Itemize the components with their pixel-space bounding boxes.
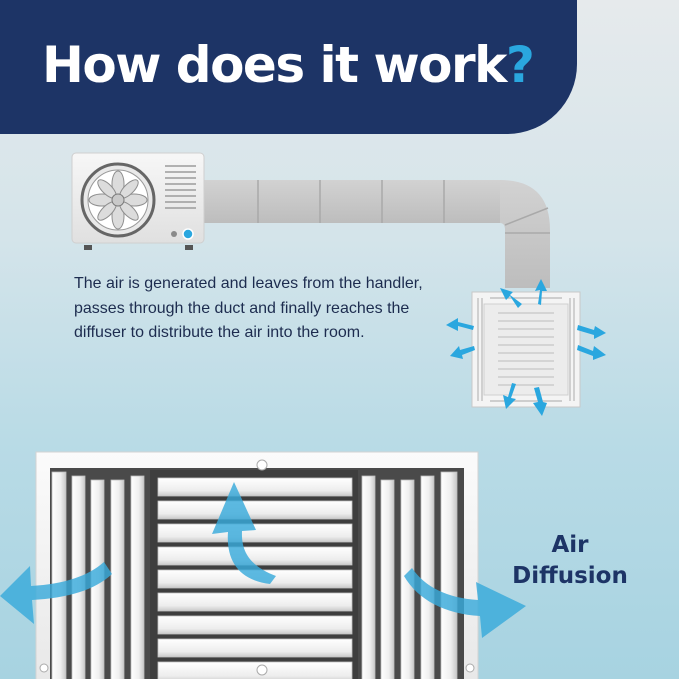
description-text: The air is generated and leaves from the…: [74, 275, 423, 341]
large-airflow-arrows: [0, 482, 526, 638]
label-line-1: Air: [551, 532, 589, 558]
title-banner: [0, 0, 577, 134]
page-title: How does it work?: [42, 30, 535, 100]
label-line-2: Diffusion: [512, 563, 628, 589]
ceiling-diffuser-icon: [471, 291, 581, 408]
question-mark: ?: [505, 36, 535, 94]
page-title-text: How does it work: [42, 36, 507, 94]
fan-icon: [80, 162, 156, 238]
air-handler-icon: [71, 152, 205, 250]
air-diffusion-label: Air Diffusion: [500, 530, 640, 592]
duct-icon: [200, 180, 550, 288]
airflow-arrow-icon: [446, 279, 606, 416]
